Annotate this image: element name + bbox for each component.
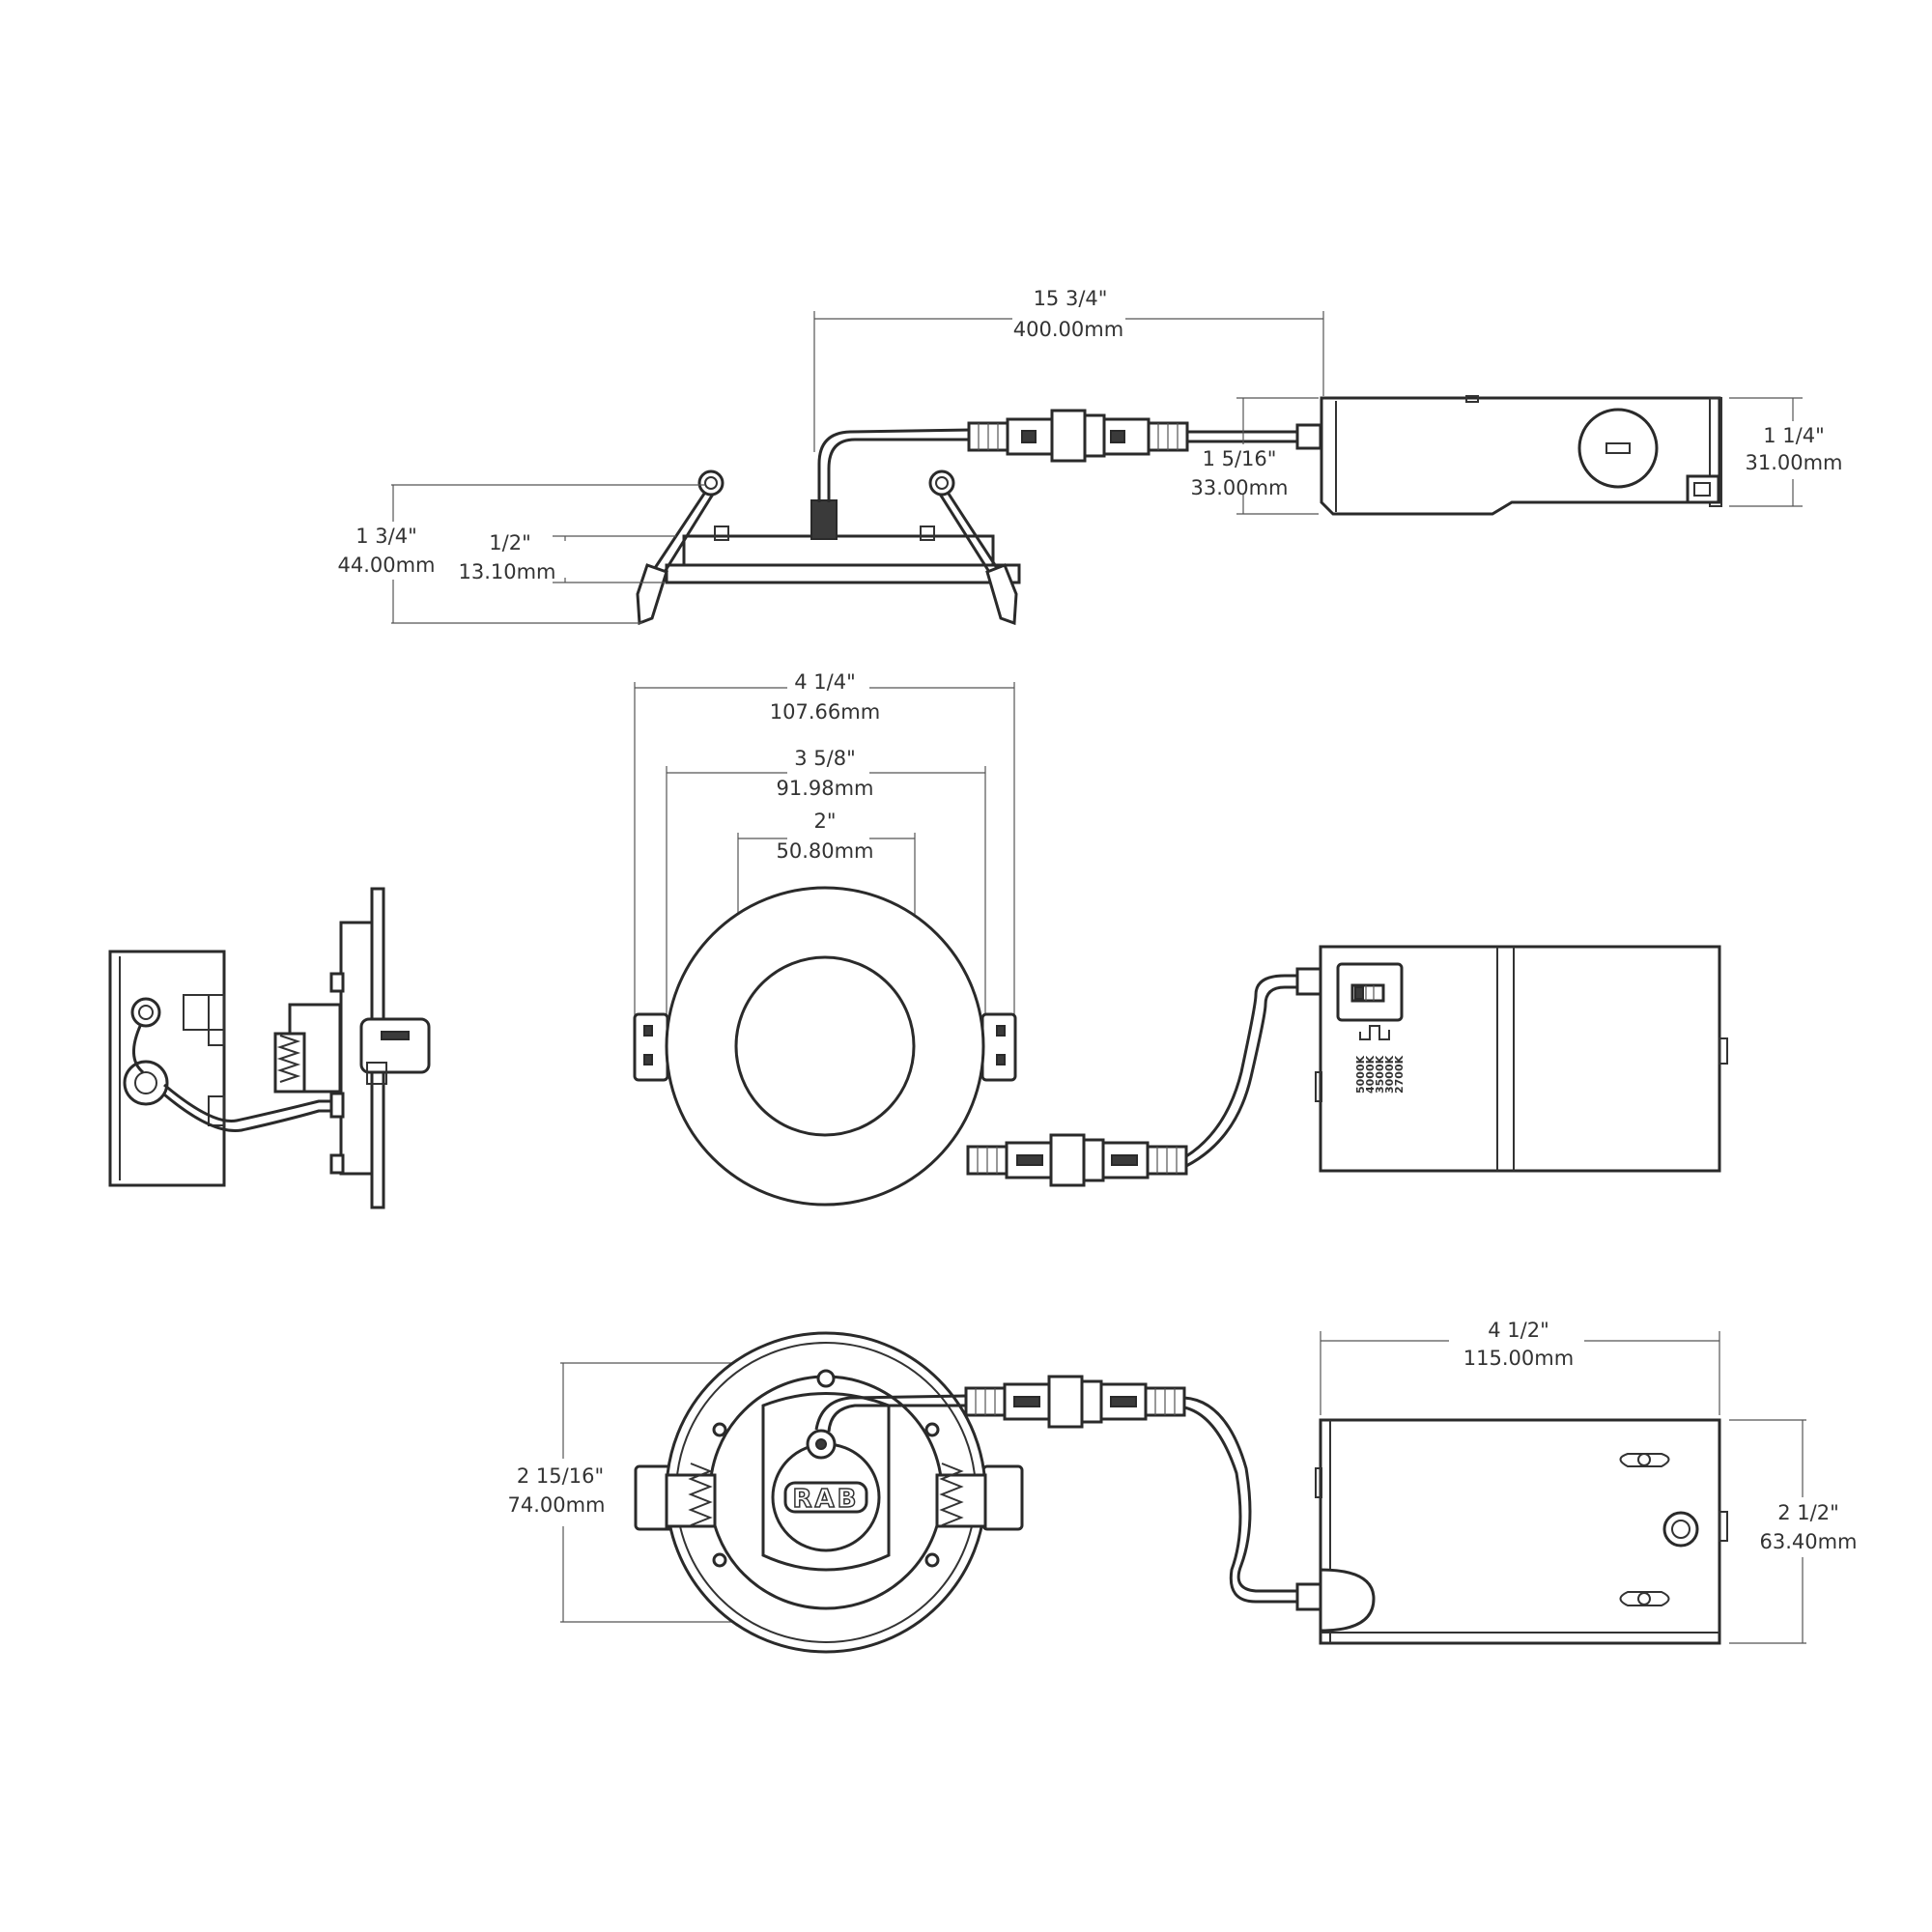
trim-diameter-inch: 4 1/4" [794,670,856,694]
overall-length-mm: 400.00mm [1013,318,1123,341]
trim-height-dimension: 1/2" 13.10mm [458,531,676,583]
overall-length-inch: 15 3/4" [1034,287,1108,310]
cord-height-mm: 33.00mm [1190,476,1288,499]
cct-label-list: 5000K 4000K 3500K 3000K 2700K [1354,1055,1406,1094]
cct-label-3: 3500K [1374,1055,1386,1094]
cord-height-dimension: 1 5/16" 33.00mm [1190,397,1319,515]
box-width-inch: 2 1/2" [1777,1501,1839,1524]
box-height-mm: 31.00mm [1745,451,1842,474]
fixture-height-mm: 44.00mm [337,554,435,577]
rab-logo: RAB [793,1485,860,1514]
cct-label-1: 5000K [1354,1055,1367,1094]
trim-diameter-mm: 107.66mm [770,700,880,724]
aperture-diameter-inch: 2" [813,810,836,833]
box-height-inch: 1 1/4" [1763,424,1825,447]
back-depth-inch: 2 15/16" [517,1464,604,1488]
driver-box-front: 5000K 4000K 3500K 3000K 2700K [1315,945,1728,1173]
cct-label-5: 2700K [1393,1055,1406,1094]
overall-length-dimension: 15 3/4" 400.00mm [813,287,1324,452]
back-view: 2 15/16" 74.00mm RAB [507,1331,1024,1654]
box-length-mm: 115.00mm [1463,1347,1574,1370]
cutout-diameter-mm: 91.98mm [776,777,873,800]
side-elevation-view: 15 3/4" 400.00mm [337,287,1843,626]
cct-label-2: 4000K [1364,1055,1377,1094]
driver-box-side [1320,395,1722,516]
fixture-height-dimension: 1 3/4" 44.00mm [337,484,705,624]
side-profile-view [108,887,431,1209]
box-height-dimension: 1 1/4" 31.00mm [1729,397,1843,507]
back-depth-mm: 74.00mm [507,1493,605,1517]
front-connector-assembly [966,967,1322,1187]
bottom-connector-assembly [964,1375,1322,1611]
aperture-diameter-mm: 50.80mm [776,839,873,863]
driver-box-bottom: 4 1/2" 115.00mm 2 1/2" 63.40mm [1315,1319,1858,1645]
inline-connector-top [967,409,1322,463]
trim-height-mm: 13.10mm [458,560,555,583]
cct-label-4: 3000K [1383,1055,1396,1094]
fixture-side-profile [636,428,1021,626]
box-length-inch: 4 1/2" [1488,1319,1549,1342]
trim-height-inch: 1/2" [489,531,530,554]
box-width-mm: 63.40mm [1759,1530,1857,1553]
cutout-diameter-inch: 3 5/8" [794,747,856,770]
front-trim-view: 4 1/4" 107.66mm 3 5/8" 91.98mm 2" 50.80m… [633,670,1017,1207]
fixture-height-inch: 1 3/4" [355,525,417,548]
cord-height-inch: 1 5/16" [1203,447,1277,470]
